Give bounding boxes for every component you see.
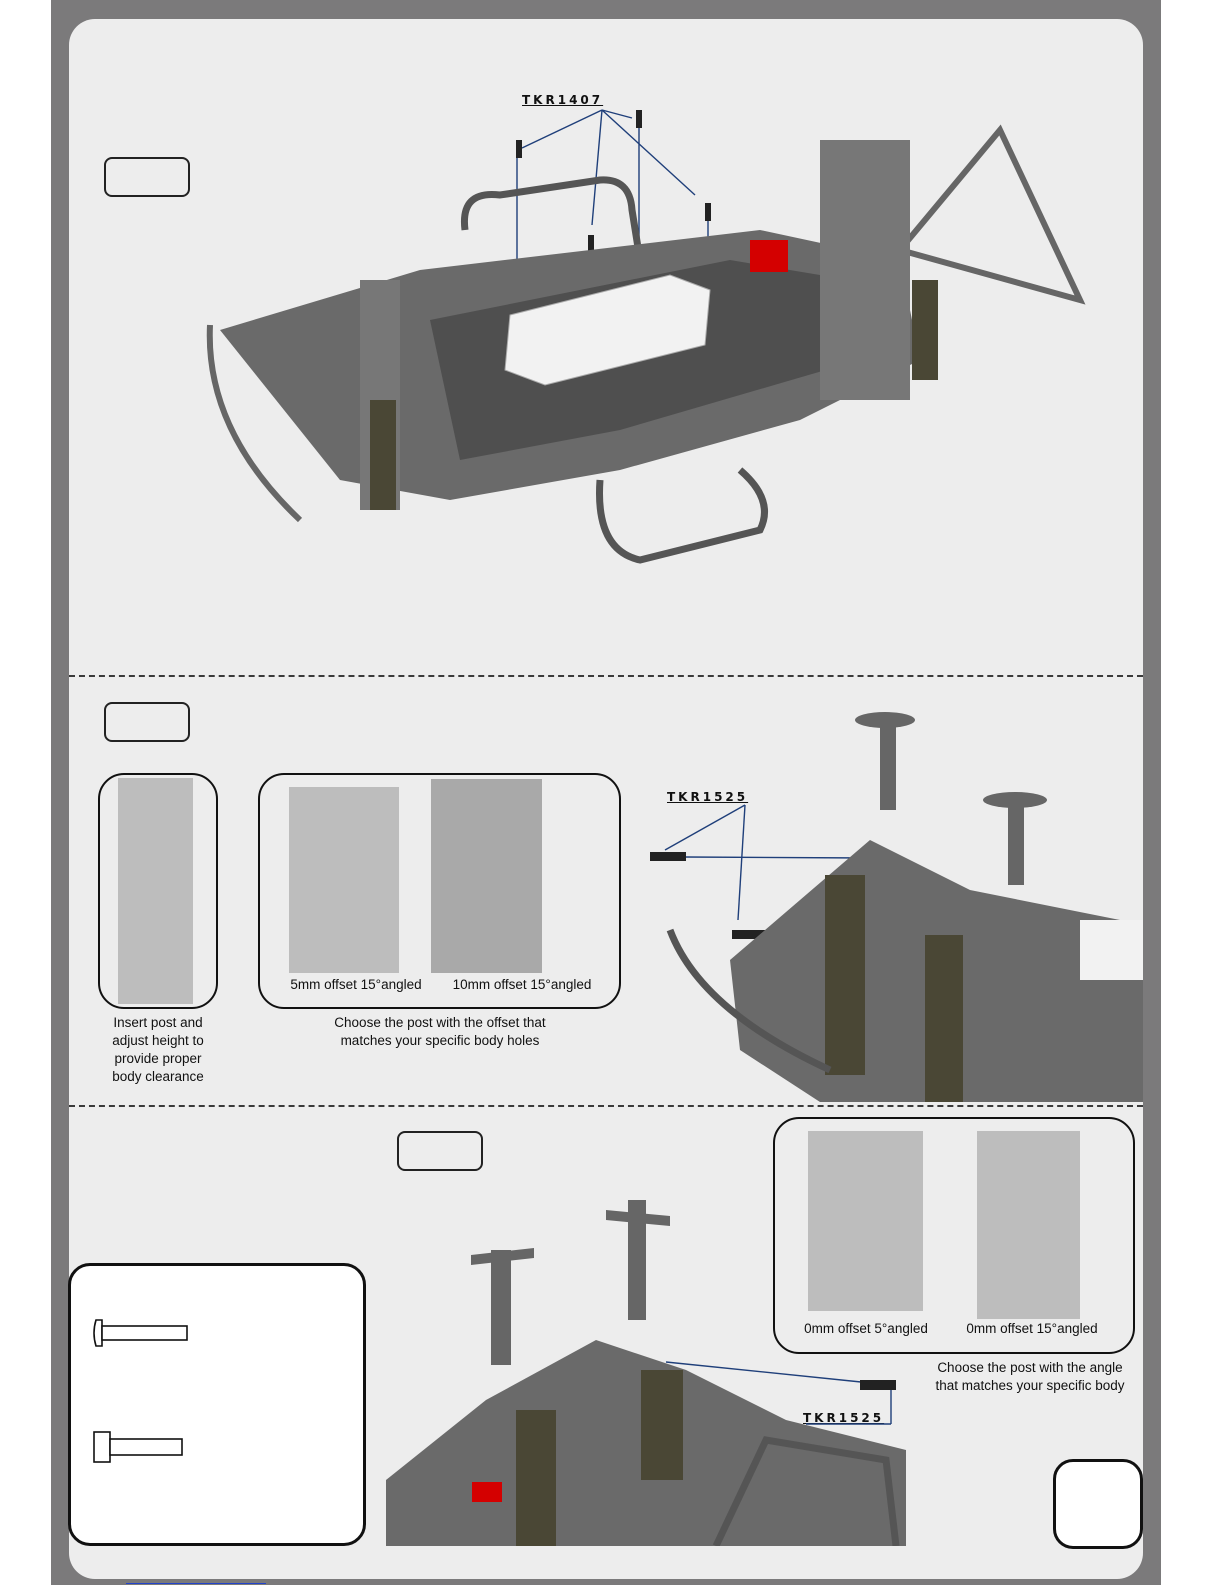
post-5deg-label: 0mm offset 5°angled	[804, 1321, 928, 1336]
post-10mm-label: 10mm offset 15°angled	[452, 977, 592, 992]
step-number-box-3	[397, 1131, 483, 1171]
rear-shock-left	[516, 1410, 556, 1546]
section-divider-2	[69, 1105, 1143, 1107]
floating-body-posts-rear	[471, 1200, 670, 1365]
rear-shock-tower	[820, 140, 910, 400]
front-bumper-arm	[666, 928, 832, 1074]
hardware-drawings	[93, 1319, 188, 1463]
step-number-box-2	[104, 702, 190, 742]
post-15deg-label: 0mm offset 15°angled	[966, 1321, 1098, 1336]
screws-tkr1407	[516, 110, 711, 253]
socket-head-screw-icon	[93, 1431, 111, 1463]
screw-upper	[650, 852, 686, 861]
chassis-illustration-top	[206, 109, 1086, 564]
part-label-tkr1525-b: TKR1525	[803, 1411, 885, 1425]
front-shock	[370, 400, 396, 510]
offset-choice-caption: Choose the post with the offset that mat…	[334, 1015, 546, 1048]
screw-rear-upper	[860, 1380, 896, 1390]
hardware-panel	[68, 1263, 366, 1546]
post-5deg-photo	[808, 1131, 923, 1311]
rear-wing-strut	[712, 1436, 900, 1546]
rear-shock	[912, 280, 938, 380]
floating-body-posts	[855, 712, 1047, 885]
rear-body-mount-illustration	[386, 1200, 906, 1546]
angle-choice-caption: Choose the post with the angle that matc…	[935, 1360, 1125, 1393]
lower-brace	[596, 467, 768, 564]
part-label-tkr1525-a: TKR1525	[667, 790, 749, 804]
front-bumper	[206, 324, 303, 523]
shock-left	[825, 875, 865, 1075]
receiver-red	[750, 240, 788, 272]
footer-link-underline[interactable]	[126, 1583, 266, 1584]
post-5mm-photo	[289, 787, 399, 973]
part-label-tkr1407: TKR1407	[522, 93, 604, 107]
post-5mm-label: 5mm offset 15°angled	[290, 977, 422, 992]
post-15deg-photo	[977, 1131, 1080, 1319]
rear-wing-mount	[894, 124, 1086, 305]
shock-right	[925, 935, 963, 1102]
step-number-box-1	[104, 157, 190, 197]
front-body-mount-illustration	[650, 712, 1143, 1102]
button-head-screw-icon	[93, 1319, 103, 1347]
rear-shock-right	[641, 1370, 683, 1480]
post-10mm-photo	[431, 779, 542, 973]
battery-corner	[1080, 920, 1143, 980]
body-post-photo	[118, 778, 193, 1004]
insert-post-caption: Insert post and adjust height to provide…	[112, 1015, 204, 1084]
page-number-box	[1053, 1459, 1143, 1549]
section-divider-1	[69, 675, 1143, 677]
upper-brace	[460, 176, 644, 261]
screw-lower	[732, 930, 770, 939]
battery-pack	[504, 274, 711, 386]
red-part	[472, 1482, 502, 1502]
